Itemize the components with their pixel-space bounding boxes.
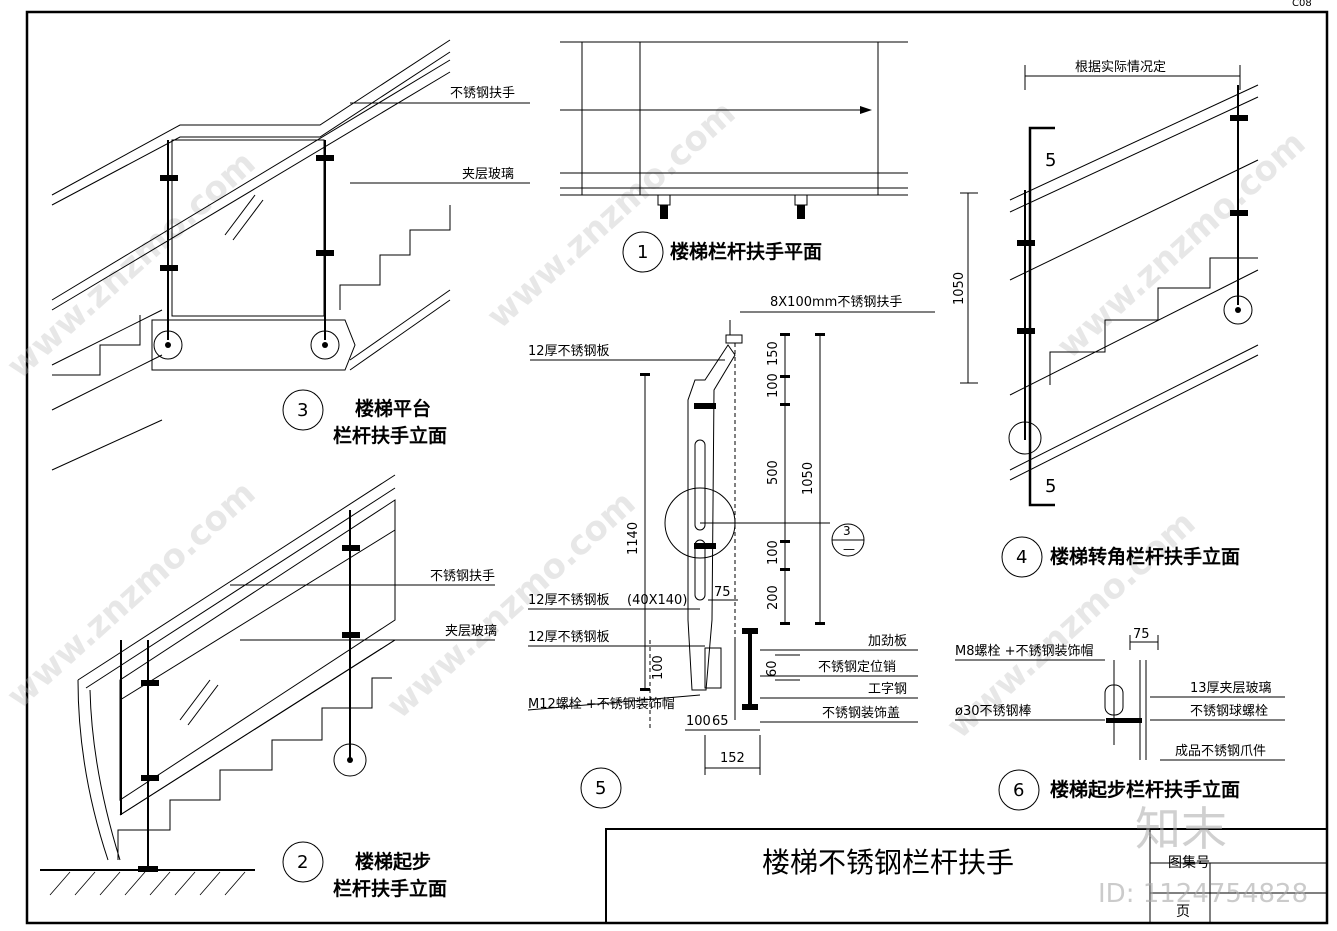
v2-callout-circle xyxy=(282,841,324,883)
dim-1140: 1140 xyxy=(626,522,641,555)
corner-code: C08 xyxy=(1292,0,1312,9)
watermark-logo: 知末 xyxy=(1135,802,1227,856)
v1-callout-circle xyxy=(622,231,664,273)
v2-title-line2: 栏杆扶手立面 xyxy=(333,877,447,900)
v2-glass-label: 夹层玻璃 xyxy=(445,624,497,639)
v4-dim-height: 1050 xyxy=(952,272,967,305)
v5-plate-size-label: (40X140) xyxy=(627,593,687,608)
dim-1050: 1050 xyxy=(801,462,816,495)
v3-title-line2: 栏杆扶手立面 xyxy=(333,424,447,447)
v2-callout-number: 2 xyxy=(297,852,308,873)
v3-handrail-label: 不锈钢扶手 xyxy=(450,86,515,101)
v6-callout-number: 6 xyxy=(1013,780,1024,801)
drawing-no-label: 图集号 xyxy=(1168,854,1210,871)
v5-plate-top-label: 12厚不锈钢板 xyxy=(528,344,610,359)
dim-75: 75 xyxy=(714,585,731,600)
sheet-title: 楼梯不锈钢栏杆扶手 xyxy=(762,846,1014,879)
v6-callout-circle xyxy=(998,769,1040,811)
view-3-drawing xyxy=(51,39,530,471)
v5-plate-low-label: 12厚不锈钢板 xyxy=(528,630,610,645)
dim-65: 65 xyxy=(712,714,729,729)
dim-60: 60 xyxy=(765,660,780,677)
v6-title: 楼梯起步栏杆扶手立面 xyxy=(1050,778,1240,801)
v5-handrail-label: 8X100mm不锈钢扶手 xyxy=(770,295,902,310)
view-2-drawing xyxy=(40,474,495,896)
dim-100a: 100 xyxy=(766,373,781,398)
dim-150: 150 xyxy=(766,341,781,366)
dim-100c: 100 xyxy=(651,655,666,680)
watermark-url-6: www.znzmo.com xyxy=(1049,123,1313,366)
v2-title-line1: 楼梯起步 xyxy=(355,850,431,873)
dim-152: 152 xyxy=(720,751,745,766)
v4-cut-bottom: 5 xyxy=(1045,476,1056,497)
v6-bolt-label: M8螺栓 +不锈钢装饰帽 xyxy=(955,643,1094,659)
v6-dim-75: 75 xyxy=(1133,627,1150,642)
v6-glass-label: 13厚夹层玻璃 xyxy=(1190,681,1272,696)
view-1-drawing xyxy=(560,41,908,219)
v4-callout-circle xyxy=(1001,536,1043,578)
view-5-drawing xyxy=(527,311,935,775)
v5-ibeam-label: 工字钢 xyxy=(868,682,907,697)
v3-title-line1: 楼梯平台 xyxy=(355,397,431,420)
v6-rod-label: ø30不锈钢棒 xyxy=(955,704,1032,719)
v4-cut-top: 5 xyxy=(1045,150,1056,171)
watermark-url-1: www.znzmo.com xyxy=(0,143,263,386)
v4-callout-number: 4 xyxy=(1016,547,1027,568)
v5-plate-mid-label: 12厚不锈钢板 xyxy=(528,593,610,608)
view-6-drawing xyxy=(955,635,1285,761)
v5-bolt-label: M12螺栓 +不锈钢装饰帽 xyxy=(528,696,675,712)
v5-cover-label: 不锈钢装饰盖 xyxy=(822,706,900,721)
v6-ball-label: 不锈钢球螺栓 xyxy=(1190,704,1268,719)
view-4-drawing xyxy=(960,65,1259,507)
title-block: 楼梯不锈钢栏杆扶手 图集号 页 xyxy=(605,828,1328,924)
v1-title: 楼梯栏杆扶手平面 xyxy=(670,240,822,263)
v6-claw-label: 成品不锈钢爪件 xyxy=(1175,744,1266,759)
dim-100b: 100 xyxy=(766,540,781,565)
v5-ref-bottom: — xyxy=(843,542,855,556)
v5-ref-top: 3 xyxy=(843,524,851,538)
watermark-url-3: www.znzmo.com xyxy=(0,473,263,716)
v3-callout-circle xyxy=(282,389,324,431)
v3-callout-number: 3 xyxy=(297,400,308,421)
v4-note-label: 根据实际情况定 xyxy=(1075,60,1166,75)
watermark-url-2: www.znzmo.com xyxy=(479,93,743,336)
dim-100-bottom: 100 xyxy=(686,714,711,729)
dim-500: 500 xyxy=(766,460,781,485)
v5-pin-label: 不锈钢定位销 xyxy=(818,660,896,675)
v5-stiffener-label: 加劲板 xyxy=(868,634,907,649)
v2-handrail-label: 不锈钢扶手 xyxy=(430,569,495,584)
page-label: 页 xyxy=(1176,904,1190,920)
v5-callout-circle xyxy=(580,767,622,809)
v5-callout-number: 5 xyxy=(595,778,606,799)
watermark-id: ID: 1124754828 xyxy=(1098,879,1308,909)
dim-200: 200 xyxy=(766,585,781,610)
v3-glass-label: 夹层玻璃 xyxy=(462,167,514,182)
v1-callout-number: 1 xyxy=(637,242,648,263)
v4-title: 楼梯转角栏杆扶手立面 xyxy=(1050,545,1240,568)
